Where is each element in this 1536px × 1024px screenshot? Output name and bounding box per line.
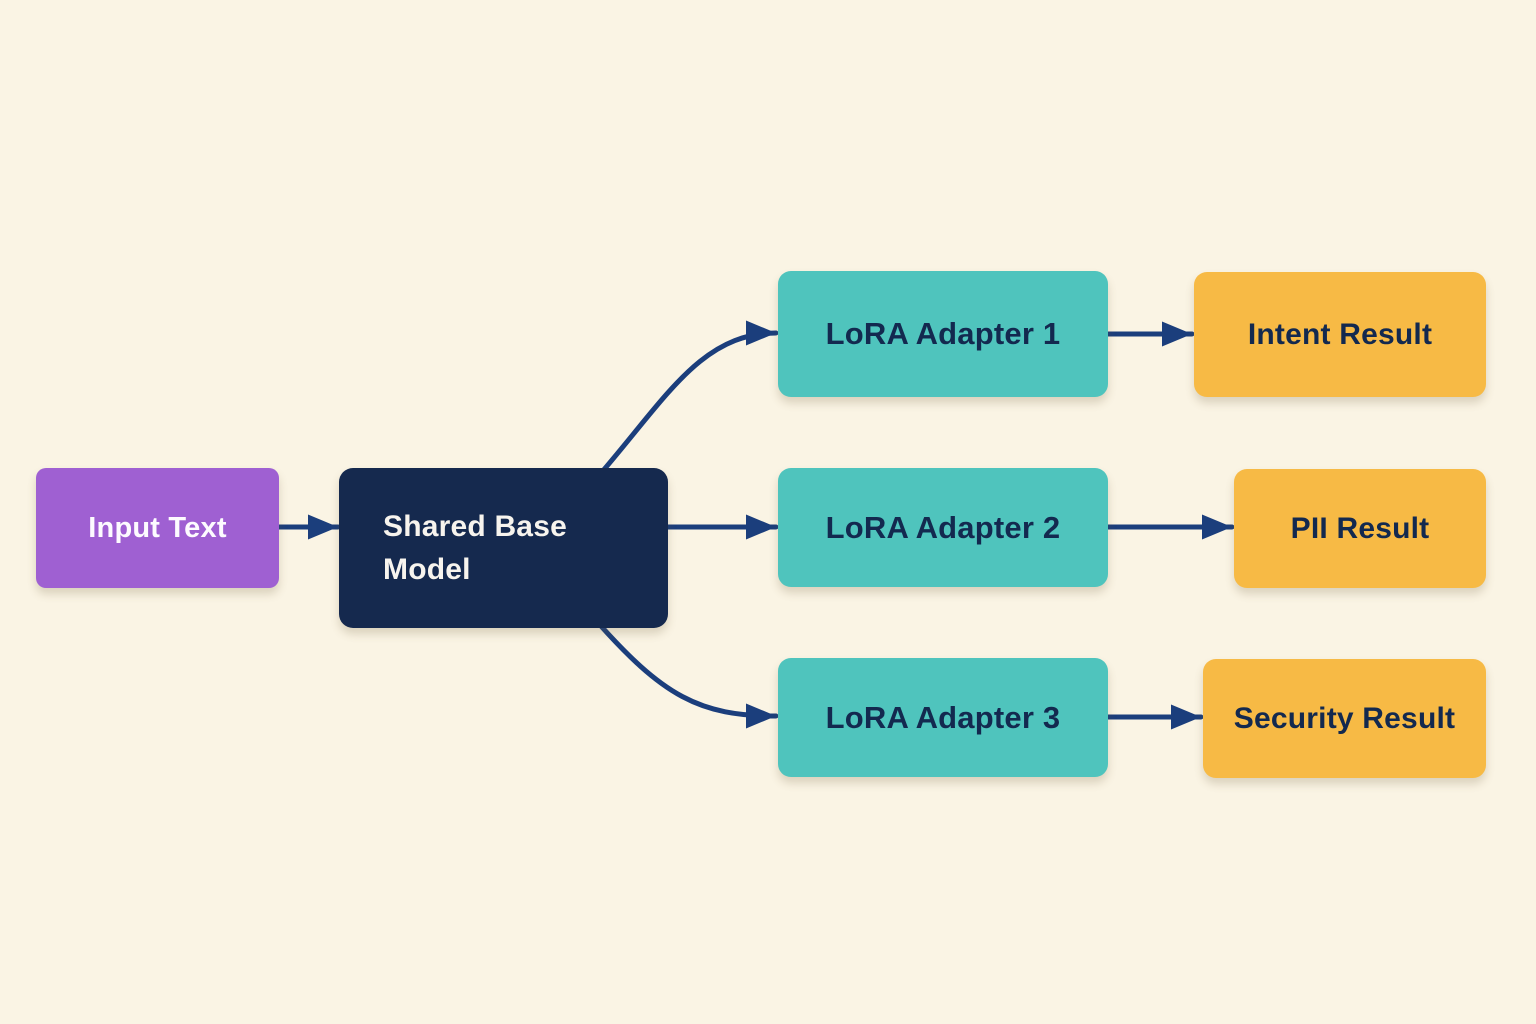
node-lora-adapter-3-label: LoRA Adapter 3 [825, 699, 1061, 735]
node-lora-adapter-1: LoRA Adapter 1 [778, 271, 1108, 397]
node-shared-base-model-label: Shared Base Model [383, 509, 567, 587]
node-security-result-label: Security Result [1233, 701, 1456, 735]
node-shared-base-model: Shared Base Model [339, 468, 668, 628]
node-input-text-label: Input Text [88, 511, 227, 544]
node-pii-result-label: PII Result [1290, 511, 1430, 545]
edge-base-to-adapter3 [590, 614, 779, 729]
node-pii-result: PII Result [1234, 469, 1486, 588]
edge-base-to-adapter1 [592, 320, 779, 483]
node-input-text: Input Text [36, 468, 279, 588]
node-intent-result-label: Intent Result [1247, 317, 1433, 351]
node-intent-result: Intent Result [1194, 272, 1486, 397]
node-lora-adapter-2-label: LoRA Adapter 2 [825, 509, 1061, 545]
node-lora-adapter-2: LoRA Adapter 2 [778, 468, 1108, 587]
node-lora-adapter-3: LoRA Adapter 3 [778, 658, 1108, 777]
node-lora-adapter-1-label: LoRA Adapter 1 [825, 316, 1061, 351]
node-security-result: Security Result [1203, 659, 1486, 778]
